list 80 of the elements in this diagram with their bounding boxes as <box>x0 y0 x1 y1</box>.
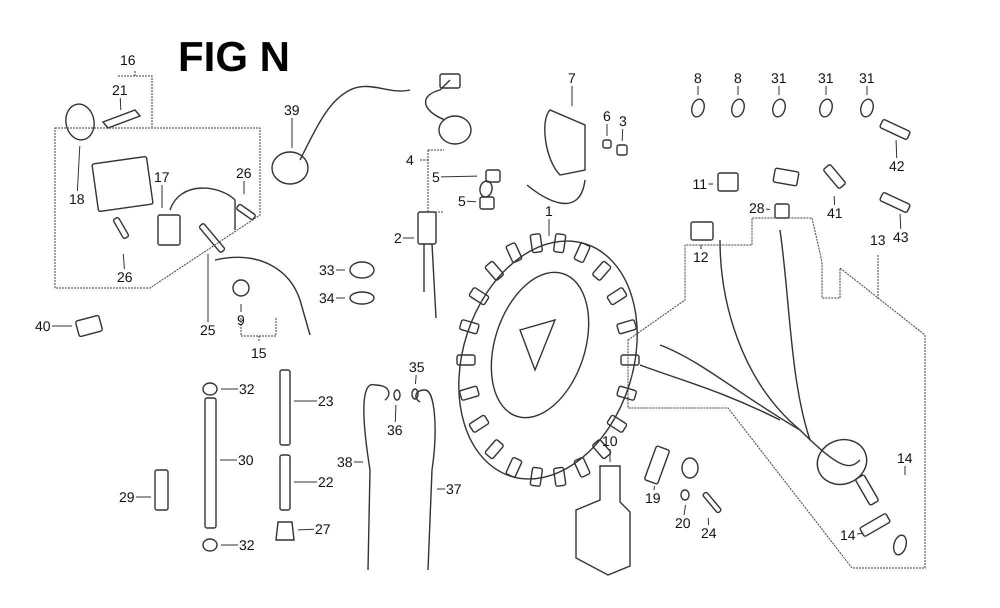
callout-number: 1 <box>545 204 553 218</box>
callout-number: 39 <box>284 103 300 117</box>
callout-number: 6 <box>603 109 611 123</box>
callout-number: 15 <box>251 346 267 360</box>
leader-line <box>298 528 314 530</box>
callout-number: 23 <box>318 394 334 408</box>
callout-number: 33 <box>319 263 335 277</box>
callout-number: 31 <box>771 71 787 85</box>
callout-number: 28 <box>749 201 765 215</box>
leader-line <box>856 532 862 534</box>
callout-number: 10 <box>602 434 618 448</box>
callout-number: 41 <box>827 206 843 220</box>
leader-line <box>622 128 624 142</box>
leader-line <box>136 496 152 498</box>
callout-number: 19 <box>645 491 661 505</box>
callout-number: 26 <box>236 166 252 180</box>
callout-number: 40 <box>35 319 51 333</box>
callout-number: 20 <box>675 516 691 530</box>
callout-number: 36 <box>387 423 403 437</box>
callout-number: 27 <box>315 522 331 536</box>
leader-line <box>708 518 710 526</box>
callout-number: 31 <box>818 71 834 85</box>
callout-number: 14 <box>840 528 856 542</box>
leader-line <box>766 208 770 210</box>
callout-number: 24 <box>701 526 717 540</box>
callout-number: 26 <box>117 270 133 284</box>
leader-line <box>394 404 396 422</box>
leader-line <box>866 86 868 96</box>
callout-number: 3 <box>619 114 627 128</box>
leader-line <box>834 196 836 206</box>
leader-line <box>700 244 702 250</box>
callout-number: 42 <box>889 159 905 173</box>
leader-line <box>240 304 242 312</box>
callout-number: 21 <box>112 83 128 97</box>
callout-number: 29 <box>119 490 135 504</box>
callout-number: 13 <box>870 233 886 247</box>
callout-number: 14 <box>897 451 913 465</box>
callout-number: 37 <box>446 482 462 496</box>
callout-number: 16 <box>120 53 136 67</box>
leader-line <box>900 214 902 230</box>
leader-line <box>548 218 550 236</box>
callout-number: 8 <box>734 71 742 85</box>
leader-line <box>654 486 655 490</box>
callout-number: 43 <box>893 230 909 244</box>
callout-number: 18 <box>69 192 85 206</box>
leader-line <box>440 176 478 178</box>
callout-number: 38 <box>337 455 353 469</box>
leader-line <box>414 374 417 384</box>
callout-number: 8 <box>694 71 702 85</box>
leader-line <box>896 140 898 158</box>
callout-number: 7 <box>568 71 576 85</box>
callout-number: 34 <box>319 291 335 305</box>
leader-line <box>220 544 238 546</box>
leader-line <box>778 86 780 96</box>
callout-number: 25 <box>200 323 216 337</box>
leader-line <box>76 146 80 192</box>
callout-number: 32 <box>239 538 255 552</box>
callout-number: 11 <box>692 177 708 191</box>
callout-number: 4 <box>406 153 414 167</box>
callout-number: 5 <box>458 194 466 208</box>
leader-line <box>436 488 446 490</box>
leader-line <box>684 504 686 516</box>
callout-number: 31 <box>859 71 875 85</box>
callout-number: 17 <box>154 170 170 184</box>
figure-title: FIG N <box>178 34 290 80</box>
callout-number: 5 <box>432 170 440 184</box>
leader-line <box>120 98 122 110</box>
leader-line <box>904 466 906 476</box>
leader-line <box>294 400 318 402</box>
callout-number: 32 <box>239 382 255 396</box>
callout-number: 22 <box>318 475 334 489</box>
leader-line <box>220 388 238 390</box>
leader-line <box>122 254 125 270</box>
callout-number: 2 <box>394 231 402 245</box>
leader-line <box>466 200 476 202</box>
callout-number: 9 <box>237 313 245 327</box>
leader-line <box>606 124 608 136</box>
callout-number: 12 <box>693 250 709 264</box>
callout-number: 30 <box>238 453 254 467</box>
callout-number: 35 <box>409 360 425 374</box>
